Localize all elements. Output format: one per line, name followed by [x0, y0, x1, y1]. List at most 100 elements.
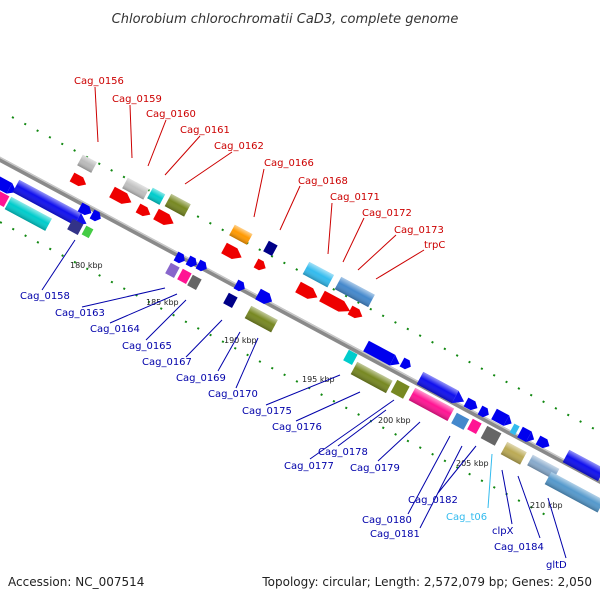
gene-label[interactable]: Cag_0164: [90, 324, 140, 335]
feature-cag-0156[interactable]: [77, 154, 97, 173]
feature-cag-0170[interactable]: [244, 305, 278, 333]
gene-label[interactable]: Cag_0163: [55, 308, 105, 319]
gene-label[interactable]: Cag_0159: [112, 94, 162, 105]
kbp-label: 210 kbp: [530, 501, 563, 510]
kbp-label: 185 kbp: [146, 298, 179, 307]
gene-label[interactable]: Cag_0181: [370, 529, 420, 540]
feature-green-small[interactable]: [81, 225, 94, 239]
feature-cag-0161[interactable]: [164, 193, 191, 217]
trna-leader-line: [487, 453, 493, 509]
gene-label[interactable]: Cag_t06: [446, 512, 487, 523]
feature-cag-0166[interactable]: [229, 224, 253, 245]
gene-label[interactable]: Cag_0168: [298, 176, 348, 187]
feature-blue-c[interactable]: [173, 251, 188, 266]
feature-cag-0175[interactable]: [343, 349, 358, 366]
feature-blue-j[interactable]: [463, 397, 480, 413]
kbp-label: 200 kbp: [378, 416, 411, 425]
feature-cag-t06[interactable]: [509, 423, 520, 436]
gene-label[interactable]: Cag_0179: [350, 463, 400, 474]
gene-label[interactable]: Cag_0165: [122, 341, 172, 352]
feature-blue-f[interactable]: [233, 279, 248, 294]
feature-cag-0165[interactable]: [187, 274, 202, 291]
map-title: Chlorobium chlorochromatii CaD3, complet…: [112, 12, 459, 27]
feature-blue-small-a[interactable]: [77, 202, 94, 218]
feature-cag-0160[interactable]: [147, 187, 166, 205]
gene-label[interactable]: Cag_0173: [394, 225, 444, 236]
gene-label[interactable]: Cag_0178: [318, 447, 368, 458]
feature-left-magenta[interactable]: [0, 190, 10, 207]
feature-gltd[interactable]: [544, 471, 600, 513]
feature-cag-0169[interactable]: [255, 288, 275, 307]
kbp-label: 205 kbp: [456, 459, 489, 468]
feature-red-h[interactable]: [319, 290, 353, 317]
kbp-scale: 180 kbp 185 kbp 190 kbp 195 kbp 200 kbp …: [70, 261, 563, 510]
feature-blue-o[interactable]: [562, 449, 600, 482]
feature-cag-0171[interactable]: [302, 261, 334, 288]
feature-blue-g[interactable]: [363, 340, 402, 370]
genome-backbone: [0, 147, 600, 493]
gene-label[interactable]: Cag_0171: [330, 192, 380, 203]
feature-blue-l[interactable]: [491, 408, 514, 429]
gene-label[interactable]: Cag_0161: [180, 125, 230, 136]
gene-label[interactable]: clpX: [492, 526, 514, 537]
feature-red-g[interactable]: [295, 281, 320, 303]
feature-cag-0182[interactable]: [480, 425, 502, 446]
kbp-label: 195 kbp: [302, 375, 335, 384]
feature-cag-0168[interactable]: [263, 240, 278, 257]
feature-cag-0176[interactable]: [350, 361, 393, 394]
feature-blue-small-b[interactable]: [89, 209, 104, 224]
reverse-strand-features: [0, 190, 600, 513]
gene-label[interactable]: Cag_0184: [494, 542, 544, 553]
gene-label[interactable]: Cag_0167: [142, 357, 192, 368]
feature-red-d[interactable]: [153, 208, 176, 229]
gene-label[interactable]: Cag_0160: [146, 109, 196, 120]
top-gene-labels: Cag_0156 Cag_0159 Cag_0160 Cag_0161 Cag_…: [74, 76, 445, 251]
gene-label[interactable]: Cag_0169: [176, 373, 226, 384]
feature-clpx[interactable]: [500, 441, 527, 465]
feature-blue-k[interactable]: [477, 405, 492, 420]
feature-cag-0172[interactable]: [334, 276, 375, 308]
feature-red-c[interactable]: [135, 203, 153, 219]
feature-red-i[interactable]: [347, 305, 365, 321]
gene-label[interactable]: gltD: [546, 560, 567, 571]
gene-label[interactable]: Cag_0180: [362, 515, 412, 526]
gene-label[interactable]: Cag_0172: [362, 208, 412, 219]
gene-label[interactable]: Cag_0166: [264, 158, 314, 169]
feature-blue-i[interactable]: [416, 371, 468, 408]
feature-red-b[interactable]: [109, 186, 134, 208]
feature-blue-n[interactable]: [535, 435, 552, 451]
gene-label[interactable]: trpC: [424, 240, 445, 251]
feature-cag-0181[interactable]: [467, 418, 482, 435]
forward-strand-features: [0, 154, 375, 321]
feature-left-cyan[interactable]: [4, 196, 52, 231]
gene-label[interactable]: Cag_0158: [20, 291, 70, 302]
kbp-label: 190 kbp: [224, 336, 257, 345]
feature-cag-0177[interactable]: [390, 379, 410, 399]
feature-red-a[interactable]: [69, 172, 89, 189]
gene-label[interactable]: Cag_0176: [272, 422, 322, 433]
feature-blue-e[interactable]: [195, 259, 210, 274]
feature-cag-0159[interactable]: [122, 177, 149, 200]
feature-red-e[interactable]: [221, 242, 244, 263]
gene-label[interactable]: Cag_0170: [208, 389, 258, 400]
gene-label[interactable]: Cag_0175: [242, 406, 292, 417]
genome-summary-text: Topology: circular; Length: 2,572,079 bp…: [261, 575, 592, 589]
feature-cag-0163[interactable]: [165, 262, 180, 279]
feature-cag-0164[interactable]: [177, 268, 192, 285]
feature-blue-m[interactable]: [517, 426, 537, 445]
feature-cag-0180[interactable]: [451, 412, 470, 430]
feature-blue-d[interactable]: [185, 255, 200, 270]
top-leader-lines: [94, 86, 425, 280]
gene-label[interactable]: Cag_0162: [214, 141, 264, 152]
gene-label[interactable]: Cag_0156: [74, 76, 124, 87]
gene-label[interactable]: Cag_0177: [284, 461, 334, 472]
feature-cag-0167[interactable]: [223, 292, 238, 309]
gene-label[interactable]: Cag_0182: [408, 495, 458, 506]
feature-red-f[interactable]: [253, 258, 268, 273]
feature-blue-h[interactable]: [399, 357, 414, 372]
feature-cag-0179[interactable]: [408, 387, 455, 421]
bottom-gene-labels: Cag_0158 Cag_0163 Cag_0164 Cag_0165 Cag_…: [20, 291, 567, 571]
feature-cag-0158[interactable]: [67, 218, 84, 235]
bottom-leader-lines: [41, 239, 567, 559]
